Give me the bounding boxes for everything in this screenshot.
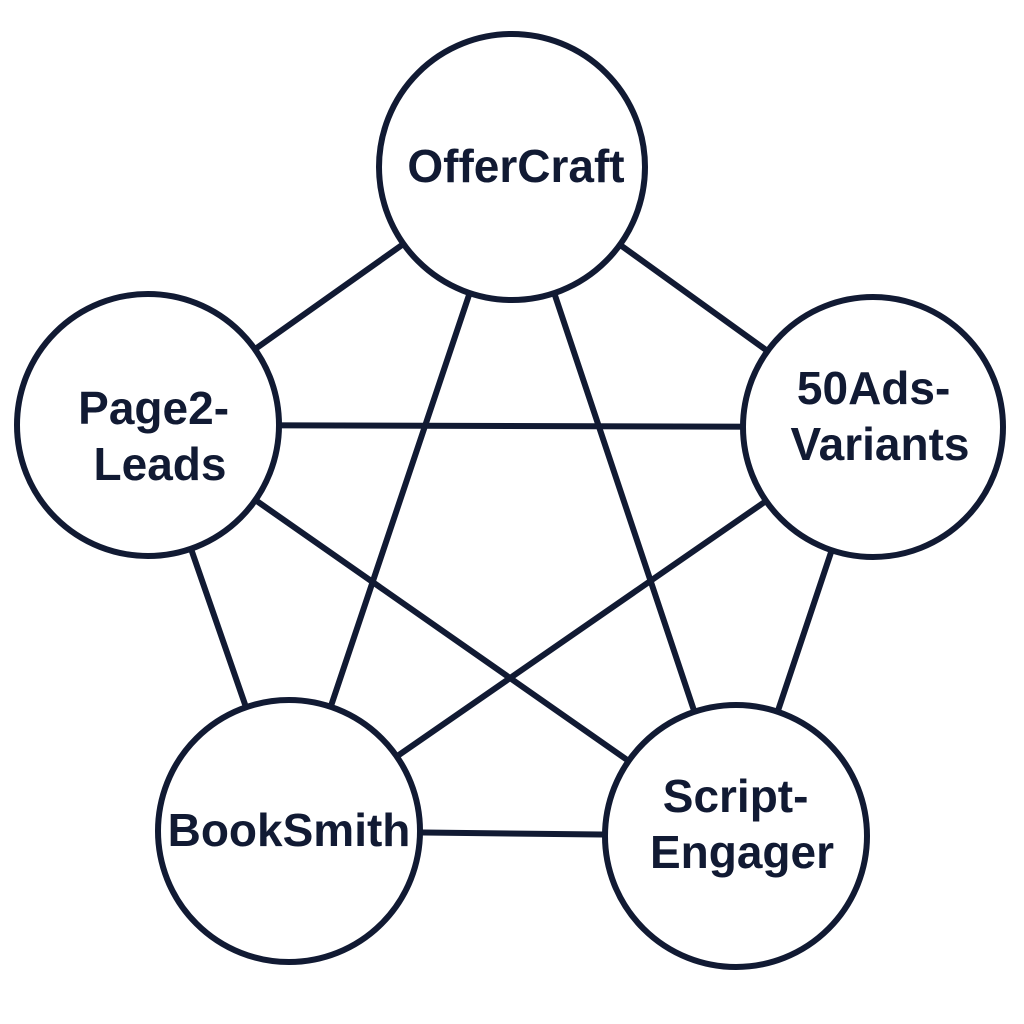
node-50ads-variants-circle (740, 294, 1006, 560)
node-booksmith-label-line-1: BookSmith (168, 804, 411, 856)
node-script-engager[interactable]: Script- Engager (602, 702, 870, 970)
node-page2leads-circle (14, 291, 282, 559)
node-offercraft[interactable]: OfferCraft (376, 31, 648, 303)
node-booksmith[interactable]: BookSmith (155, 697, 423, 965)
node-page2leads-label: Page2- Leads (78, 382, 242, 490)
node-page2leads[interactable]: Page2- Leads (14, 291, 282, 559)
node-50ads-variants-label-line-1: 50Ads- (797, 362, 950, 414)
nodes-layer: OfferCraft Page2- Leads 50Ads- Variants … (14, 31, 1006, 970)
node-script-engager-label: Script- Engager (650, 770, 834, 878)
node-50ads-variants-label-line-2: Variants (791, 418, 970, 470)
node-offercraft-label: OfferCraft (407, 140, 624, 192)
node-script-engager-label-line-2: Engager (650, 826, 834, 878)
node-offercraft-circle (376, 31, 648, 303)
node-offercraft-label-line-1: OfferCraft (407, 140, 624, 192)
node-script-engager-label-line-1: Script- (663, 770, 809, 822)
node-50ads-variants-label: 50Ads- Variants (791, 362, 970, 470)
node-script-engager-circle (602, 702, 870, 970)
node-booksmith-label: BookSmith (168, 804, 411, 856)
node-page2leads-label-line-2: Leads (94, 438, 227, 490)
node-booksmith-circle (155, 697, 423, 965)
node-50ads-variants[interactable]: 50Ads- Variants (740, 294, 1006, 560)
node-page2leads-label-line-1: Page2- (78, 382, 229, 434)
